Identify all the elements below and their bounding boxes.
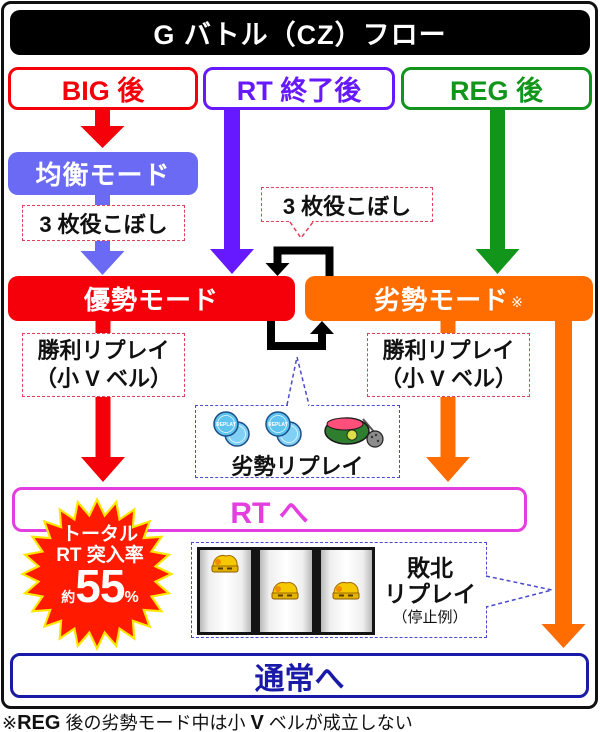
start-rt-end-after: RT 終了後 (203, 67, 395, 110)
mode-disadvantage: 劣勢モード※ (305, 276, 593, 321)
defeat-replay-box: 敗北 リプレイ （停止例） (191, 542, 487, 638)
arrow-big-to-balance (80, 109, 125, 148)
defeat-line-2: リプレイ (384, 581, 476, 607)
note-three-coin-miss-loop: 3 枚役こぼし (261, 187, 433, 222)
gold-symbol-icon (271, 582, 299, 600)
reel-window (197, 547, 375, 635)
diagram-frame (1, 1, 598, 709)
note-mark: ※ (511, 294, 524, 310)
footnote-text-2: ベルが成立しない (263, 713, 413, 732)
badge-unit: % (124, 589, 139, 606)
arrow-disadvantage-to-rt (426, 320, 470, 482)
badge-line-2: RT 突入率 (56, 545, 144, 566)
disadvantage-replay-box: REPLAY REPLAY 劣勢リプレイ (195, 405, 400, 479)
note-line-2: （小 V ベル） (380, 366, 517, 391)
footnote-mark: ※ (2, 713, 18, 732)
badge-rate: 約55% (30, 563, 170, 620)
arrow-reg-to-disadvantage (475, 109, 520, 274)
reel-right (320, 550, 372, 632)
reel-center (260, 550, 312, 632)
diagram-title: G バトル（CZ）フロー (10, 10, 590, 55)
footnote-reg: REG (17, 712, 61, 732)
pointer-loop-note (289, 220, 314, 240)
coin-text: REPLAY (216, 422, 236, 428)
note-line-2: （小 V ベル） (35, 366, 172, 391)
outcome-normal: 通常へ (10, 653, 589, 698)
watermelon-mace-icon (324, 417, 384, 448)
loop-arrow-to-disadvantage (267, 318, 334, 350)
defeat-line-1: 敗北 (407, 555, 453, 581)
defeat-replay-caption: 敗北 リプレイ （停止例） (378, 555, 482, 629)
disadvantage-replay-icons: REPLAY REPLAY (213, 411, 384, 448)
replay-coin-icon: REPLAY (265, 411, 302, 447)
badge-prefix: 約 (61, 589, 76, 605)
note-win-replay-disadvantage: 勝利リプレイ （小 V ベル） (367, 333, 530, 397)
arrow-disadvantage-to-normal (541, 320, 586, 648)
footnote: ※REG 後の劣勢モード中は小 V ベルが成立しない (2, 709, 413, 732)
badge-value: 55 (75, 560, 125, 612)
mode-balance: 均衡モード (8, 152, 198, 195)
note-three-coin-miss-balance: 3 枚役こぼし (22, 205, 185, 241)
replay-coin-icon: REPLAY (213, 411, 250, 447)
footnote-v: V (250, 712, 264, 732)
start-reg-after: REG 後 (401, 67, 592, 110)
arrow-advantage-to-rt (81, 320, 125, 482)
gold-symbol-icon (332, 582, 360, 600)
badge-line-1: トータル (61, 524, 138, 545)
note-line-1: 勝利リプレイ (382, 338, 515, 363)
mode-disadvantage-label: 劣勢モード (374, 285, 510, 315)
footnote-text-1: 後の劣勢モード中は小 (60, 713, 251, 732)
coin-text: REPLAY (268, 422, 288, 428)
note-win-replay-advantage: 勝利リプレイ （小 V ベル） (22, 333, 185, 397)
pointer-defeat-replay (485, 575, 553, 608)
defeat-line-3: （停止例） (392, 609, 468, 626)
gold-symbol-icon (211, 555, 239, 573)
mode-advantage: 優勢モード (8, 276, 295, 321)
arrow-rt-end-to-advantage (210, 109, 254, 274)
pointer-disadvantage-replay (286, 356, 310, 407)
start-big-after: BIG 後 (8, 67, 198, 110)
note-line-1: 勝利リプレイ (37, 338, 170, 363)
rt-rate-badge-text: トータル RT 突入率 約55% (30, 524, 170, 620)
starburst-fill (25, 502, 169, 646)
reel-left (200, 550, 252, 632)
loop-arrow-to-advantage (265, 246, 334, 280)
disadvantage-replay-label: 劣勢リプレイ (231, 454, 364, 479)
